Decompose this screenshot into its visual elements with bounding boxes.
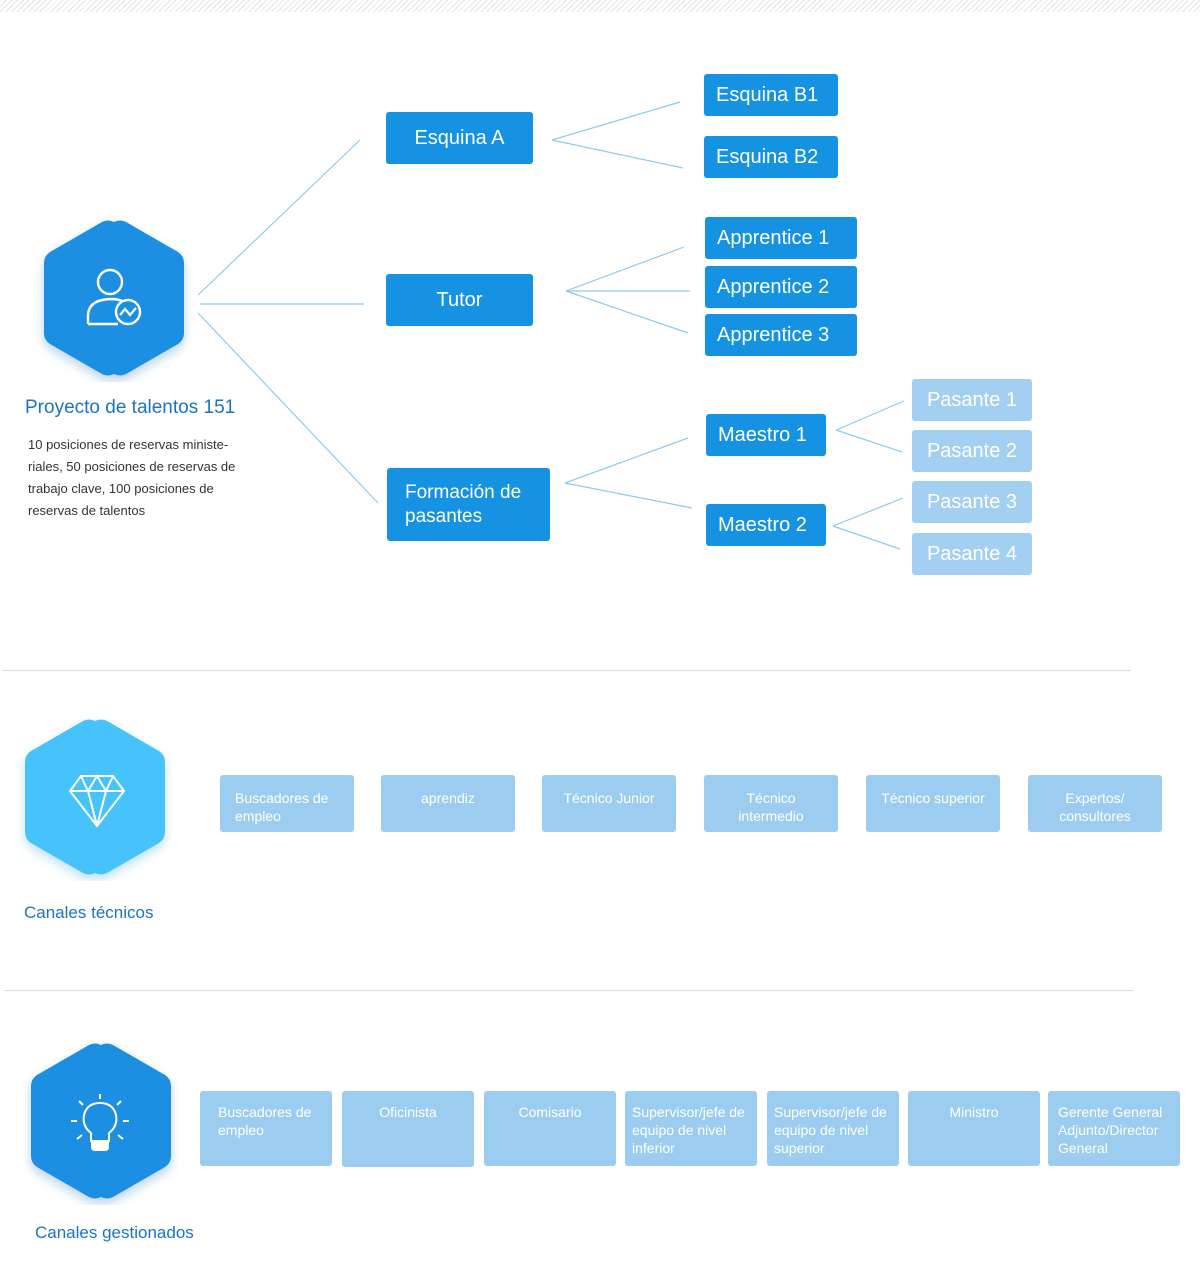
diamond-icon xyxy=(68,774,126,828)
managed-channels-title: Canales gestionados xyxy=(35,1223,194,1242)
technical-step: Técnico Junior xyxy=(542,775,676,832)
technical-step: Expertos/ consultores xyxy=(1028,775,1162,832)
managed-step: Comisario xyxy=(484,1091,616,1166)
managed-step: Gerente General Adjunto/Director General xyxy=(1048,1091,1180,1166)
node-pasante-1: Pasante 1 xyxy=(912,379,1032,421)
managed-channels-hexagon xyxy=(23,1039,179,1205)
node-maestro-1: Maestro 1 xyxy=(706,414,826,456)
node-pasante-4: Pasante 4 xyxy=(912,533,1032,575)
connector-line xyxy=(197,312,379,504)
technical-step: Técnico superior xyxy=(866,775,1000,832)
connector-line xyxy=(832,497,904,527)
section-divider xyxy=(2,670,1131,671)
node-maestro-2: Maestro 2 xyxy=(706,504,826,546)
top-decorative-strip xyxy=(0,0,1200,12)
node-pasante-3: Pasante 3 xyxy=(912,481,1032,523)
talent-project-description: 10 posiciones de reservas ministe-riales… xyxy=(28,437,236,518)
technical-step: Buscadores de empleo xyxy=(220,775,354,832)
connector-line xyxy=(835,400,905,431)
node-esquina-a: Esquina A xyxy=(386,112,533,164)
node-apprentice-2: Apprentice 2 xyxy=(705,266,857,308)
connector-line xyxy=(551,101,681,141)
node-apprentice-3: Apprentice 3 xyxy=(705,314,857,356)
node-esquina-b2: Esquina B2 xyxy=(704,136,838,178)
section-divider xyxy=(4,990,1133,991)
connector-line xyxy=(565,246,685,292)
technical-step: Técnico intermedio xyxy=(704,775,838,832)
managed-step: Supervisor/jefe de equipo de nivel infer… xyxy=(625,1091,757,1166)
node-tutor: Tutor xyxy=(386,274,533,326)
connector-line xyxy=(835,429,903,453)
technical-step: aprendiz xyxy=(381,775,515,832)
connector-line xyxy=(564,482,693,509)
connector-line xyxy=(565,290,689,334)
technical-channels-title: Canales técnicos xyxy=(24,903,154,922)
managed-step: Supervisor/jefe de equipo de nivel super… xyxy=(767,1091,899,1166)
connector-line xyxy=(551,139,684,169)
node-formacion-pasantes: Formación de pasantes xyxy=(387,468,550,541)
connector-line xyxy=(564,437,689,484)
managed-step: Oficinista xyxy=(342,1091,474,1167)
technical-channels-hexagon xyxy=(17,715,173,881)
managed-step: Buscadores de empleo xyxy=(200,1091,332,1166)
connector-line xyxy=(832,525,901,550)
node-apprentice-1: Apprentice 1 xyxy=(705,217,857,259)
user-chart-icon xyxy=(86,268,142,326)
talent-project-hexagon xyxy=(36,216,192,382)
talent-project-title: Proyecto de talentos 151 xyxy=(25,397,236,418)
lightbulb-icon xyxy=(71,1094,129,1151)
managed-step: Ministro xyxy=(908,1091,1040,1166)
node-esquina-b1: Esquina B1 xyxy=(704,74,838,116)
node-pasante-2: Pasante 2 xyxy=(912,430,1032,472)
connector-line xyxy=(197,139,361,296)
